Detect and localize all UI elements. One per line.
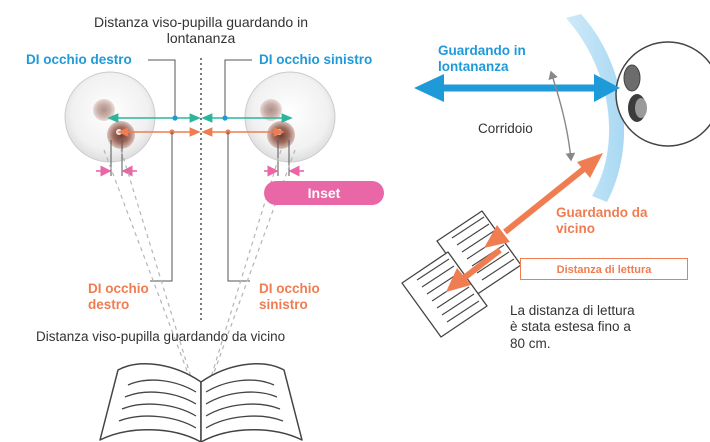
far-right-eye-label: DI occhio destro: [26, 52, 132, 67]
near-right-eye-label: DI occhio destro: [88, 281, 149, 312]
left-eye-diagram: [64, 58, 336, 402]
reading-distance-note: La distanza di lettura è stata estesa fi…: [510, 303, 635, 351]
reading-distance-box: Distanza di lettura: [520, 258, 688, 280]
side-view-diagram: [401, 14, 710, 338]
inset-badge: Inset: [264, 181, 384, 205]
side-eye-pupils: [623, 64, 647, 122]
corridor-label: Corridoio: [478, 121, 533, 136]
looking-far-label: Guardando in lontananza: [438, 43, 526, 74]
open-book-icon: [99, 363, 303, 442]
side-eye: [615, 41, 710, 147]
lens-arc: [566, 14, 625, 202]
near-pd-title: Distanza viso-pupilla guardando da vicin…: [36, 329, 286, 344]
far-left-eye-label: DI occhio sinistro: [259, 52, 373, 67]
left-iris-near: [267, 121, 295, 149]
right-iris-far: [93, 99, 115, 121]
near-left-eye-label: DI occhio sinistro: [259, 281, 320, 312]
looking-near-label: Guardando da vicino: [556, 205, 648, 236]
reading-paper-icon: [401, 210, 522, 338]
left-eyeball: [244, 71, 336, 163]
far-pd-title: Distanza viso-pupilla guardando in lonta…: [93, 14, 309, 47]
